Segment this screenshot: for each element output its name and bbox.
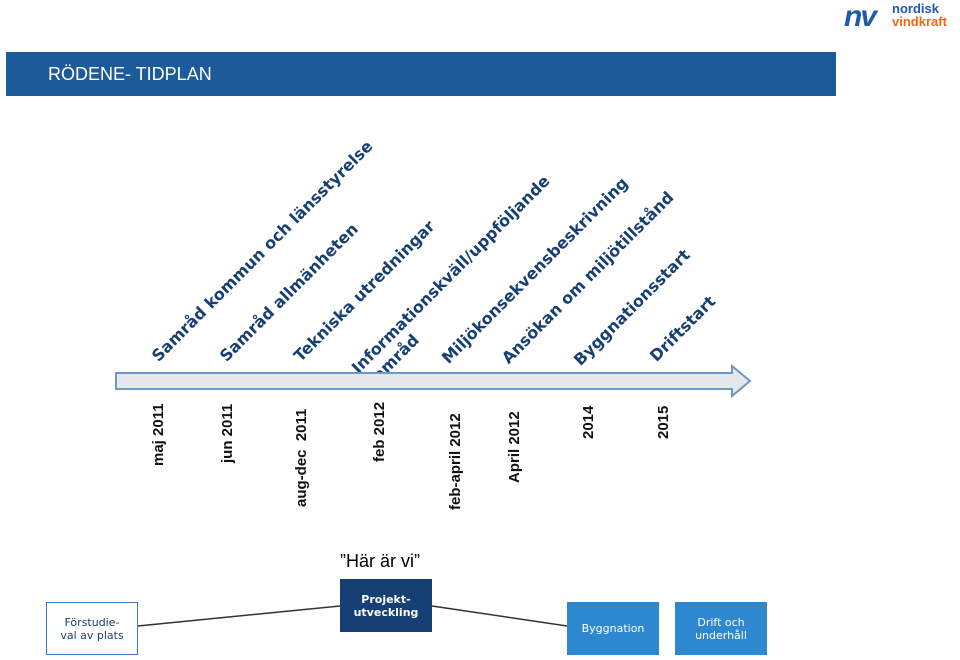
stage-feasibility-line2: val av plats — [60, 628, 124, 642]
logo-text-line1: nordisk — [892, 1, 939, 16]
stage-construction-line1: Byggnation — [581, 622, 645, 635]
stage-operation-line2: underhåll — [695, 628, 747, 642]
stage-construction: Byggnation — [567, 602, 659, 655]
stage-project-development-line2: utveckling — [353, 606, 419, 619]
page-title: RÖDENE- TIDPLAN — [48, 64, 212, 84]
here-we-are-label: ”Här är vi” — [340, 551, 420, 571]
logo-text-line2: vindkraft — [892, 14, 947, 29]
stage-feasibility: Förstudie- val av plats — [46, 602, 138, 655]
stage-project-development: Projekt- utveckling — [340, 579, 432, 632]
logo-mark: nv — [844, 0, 877, 33]
company-logo: nv nordisk vindkraft — [840, 0, 958, 33]
stage-operation: Drift och underhåll — [675, 602, 767, 655]
timeline-arrow — [115, 364, 752, 398]
stage-feasibility-line1: Förstudie- — [64, 615, 120, 629]
stage-operation-line1: Drift och — [697, 615, 745, 629]
stage-project-development-line1: Projekt- — [361, 593, 411, 606]
title-bar: RÖDENE- TIDPLAN — [6, 52, 836, 96]
